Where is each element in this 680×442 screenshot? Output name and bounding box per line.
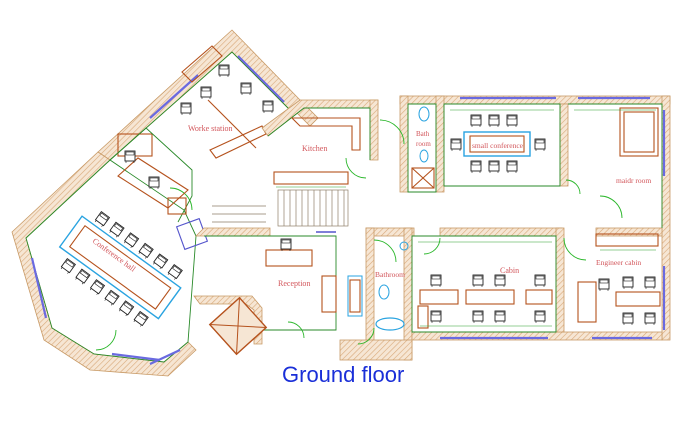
dimension-marks bbox=[418, 109, 656, 327]
conference-wing bbox=[11, 151, 209, 377]
room-label-kitchen: Kitchen bbox=[302, 144, 327, 153]
engineer-cabin-area bbox=[563, 233, 661, 326]
cabin-area bbox=[417, 237, 553, 329]
room-label-maidr-room: maidr room bbox=[616, 176, 651, 185]
room-label-engineer-cabin: Engineer cabin bbox=[596, 258, 641, 267]
conference-table bbox=[58, 211, 183, 328]
room-label-reception: Reception bbox=[278, 279, 310, 288]
staircase bbox=[212, 189, 349, 227]
page-title: Ground floor bbox=[282, 362, 404, 387]
room-label-cabin: Cabin bbox=[500, 266, 519, 275]
bath-room-top bbox=[345, 106, 435, 189]
room-label-bathroom: Bathroom bbox=[375, 270, 405, 279]
kitchen-area bbox=[261, 99, 379, 188]
room-label-bath-room-line2: room bbox=[416, 140, 431, 148]
small-conference-area bbox=[450, 114, 546, 174]
room-label-bath-room-line1: Bath bbox=[416, 130, 430, 138]
reception-area bbox=[193, 227, 337, 356]
bathroom-lower bbox=[347, 239, 409, 345]
room-label-small-conference: small conference bbox=[472, 141, 524, 150]
workstation-chairs bbox=[124, 64, 292, 252]
maidr-room-area bbox=[565, 107, 659, 219]
right-block-walls bbox=[339, 95, 671, 361]
room-label-workstation: Worke station bbox=[188, 124, 232, 133]
workstation-sub-area bbox=[109, 127, 193, 223]
